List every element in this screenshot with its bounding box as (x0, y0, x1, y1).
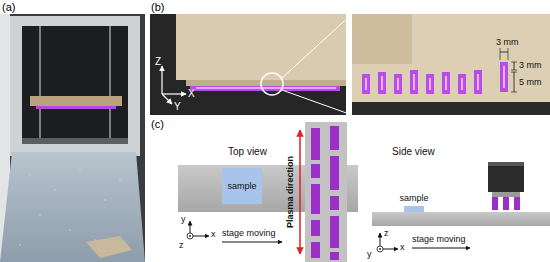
plasma-head-photo (150, 14, 352, 115)
sample-side: sample (397, 193, 431, 212)
panel-letter: (b) (151, 1, 164, 13)
axis-label: X (188, 88, 195, 99)
dimension-label: 5 mm (519, 77, 542, 88)
axis-label: z (179, 240, 184, 251)
axis-label: Y (174, 101, 181, 112)
sample-label: sample (399, 193, 428, 204)
axis-label: Z (155, 56, 161, 67)
axis-label: y (367, 249, 372, 260)
axis-label: z (384, 228, 389, 239)
panel-letter: (c) (151, 118, 164, 130)
motion-label: stage moving (412, 234, 466, 245)
sample-label: sample (227, 181, 256, 192)
axis-label: x (211, 229, 216, 240)
dimension-label: 3 mm (519, 60, 542, 71)
motion-label: stage moving (222, 228, 276, 239)
sample-box: sample (222, 168, 262, 204)
axis-label: y (181, 214, 186, 225)
view-title: Top view (228, 146, 267, 158)
apparatus-photo (0, 14, 145, 262)
view-title: Side view (392, 146, 435, 158)
side-view-schematic (372, 162, 550, 252)
direction-label: Plasma direction (285, 156, 296, 228)
axis-label: x (400, 242, 405, 253)
dimension-label: 3 mm (496, 37, 519, 48)
panel-letter: (a) (2, 1, 15, 13)
sample-block (404, 206, 424, 212)
top-view-schematic (178, 122, 358, 262)
zoom-photo (352, 14, 550, 115)
